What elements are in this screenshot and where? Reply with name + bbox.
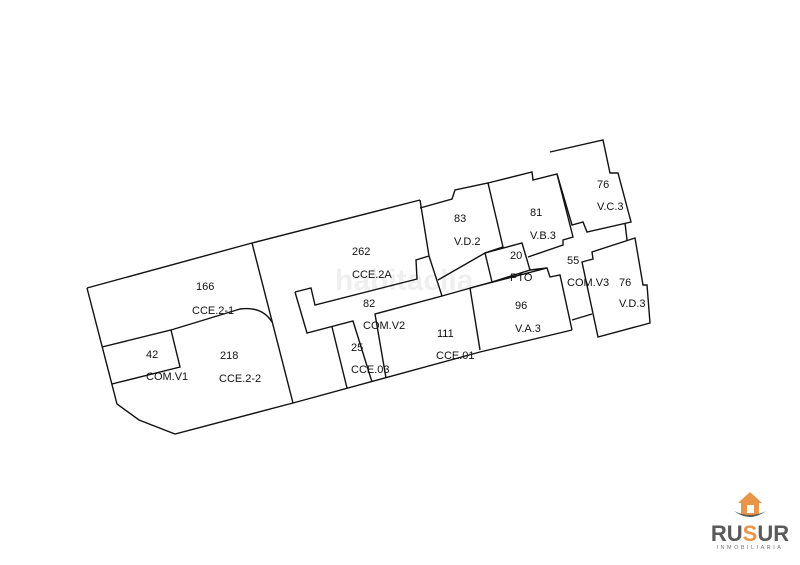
room-area: 76 <box>619 277 631 289</box>
watermark: habitaclia <box>335 264 474 297</box>
wall-outline-left <box>86 199 573 435</box>
logo-name: RUSUR <box>705 523 795 545</box>
room-area: 42 <box>146 349 158 361</box>
room-code: COM.V1 <box>146 371 188 383</box>
wall-com-v1 <box>101 307 273 385</box>
room-code: CCE.2A <box>352 269 392 281</box>
room-area: 166 <box>196 281 214 293</box>
room-code: CCE.01 <box>436 350 475 362</box>
room-area: 76 <box>597 179 609 191</box>
room-code: V.A.3 <box>515 323 541 335</box>
room-code: V.D.3 <box>619 298 646 310</box>
room-code: CCE.2-2 <box>219 373 261 385</box>
logo-name-b: UR <box>757 521 790 546</box>
room-area: 20 <box>510 250 522 262</box>
room-area: 111 <box>437 328 454 340</box>
room-code: V.B.3 <box>530 230 556 242</box>
logo-name-s: S <box>742 521 758 546</box>
room-labels: 166 CCE.2-1 42 COM.V1 218 CCE.2-2 262 CC… <box>146 179 646 385</box>
wall-com-v3 <box>571 313 593 321</box>
room-area: 55 <box>567 255 579 267</box>
room-code: CCE.03 <box>351 364 390 376</box>
wall-cce2a <box>294 199 443 389</box>
room-code: V.D.2 <box>454 236 481 248</box>
house-icon <box>734 492 766 517</box>
rusur-logo: RUSUR INMOBILIARIA <box>705 487 795 551</box>
room-code: COM.V2 <box>363 320 405 332</box>
logo-name-a: RU <box>710 521 743 546</box>
wall-va3 <box>469 267 573 351</box>
room-area: 96 <box>515 300 527 312</box>
room-area: 25 <box>351 342 363 354</box>
room-area: 83 <box>454 213 466 225</box>
wall-vd3 <box>581 237 651 338</box>
room-area: 262 <box>352 246 370 258</box>
room-code: CCE.2-1 <box>192 305 234 317</box>
room-code: V.C.3 <box>597 201 624 213</box>
wall-vc3 <box>549 139 632 241</box>
logo-tagline: INMOBILIARIA <box>716 545 784 551</box>
room-code: PTO <box>510 272 533 284</box>
room-area: 81 <box>530 207 542 219</box>
room-area: 218 <box>220 350 238 362</box>
wall-divider-1 <box>251 242 294 404</box>
room-code: COM.V3 <box>567 277 609 289</box>
room-area: 82 <box>363 298 375 310</box>
